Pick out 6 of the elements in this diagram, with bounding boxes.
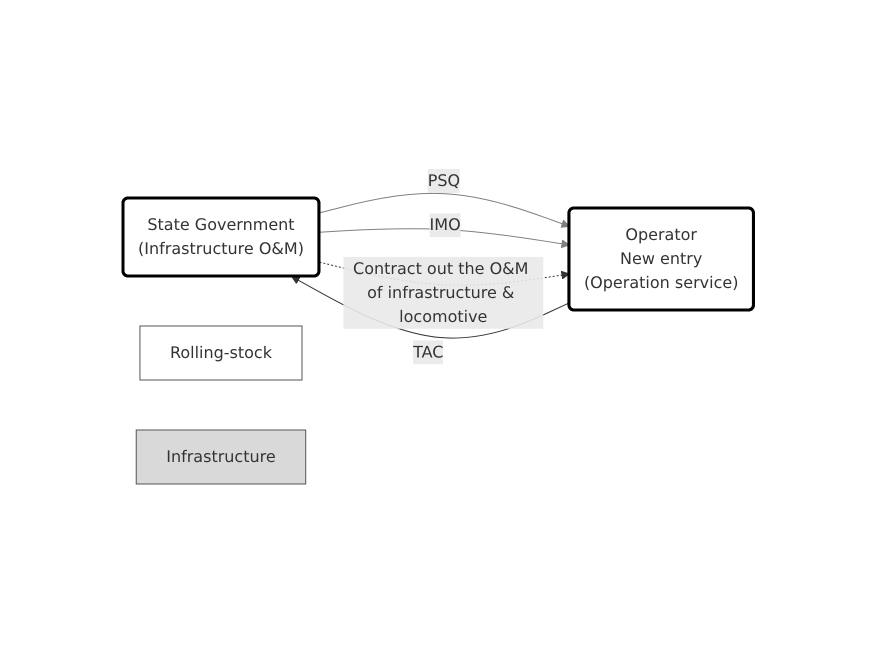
edge-label: PSQ xyxy=(428,171,460,190)
edge-label: IMO xyxy=(430,215,461,234)
node-box: Infrastructure xyxy=(136,430,306,484)
node-box: Rolling-stock xyxy=(140,326,303,380)
edge-label: TAC xyxy=(413,342,444,362)
edge-label: Contract out the O&M of infrastructure & locomotive xyxy=(353,258,529,326)
